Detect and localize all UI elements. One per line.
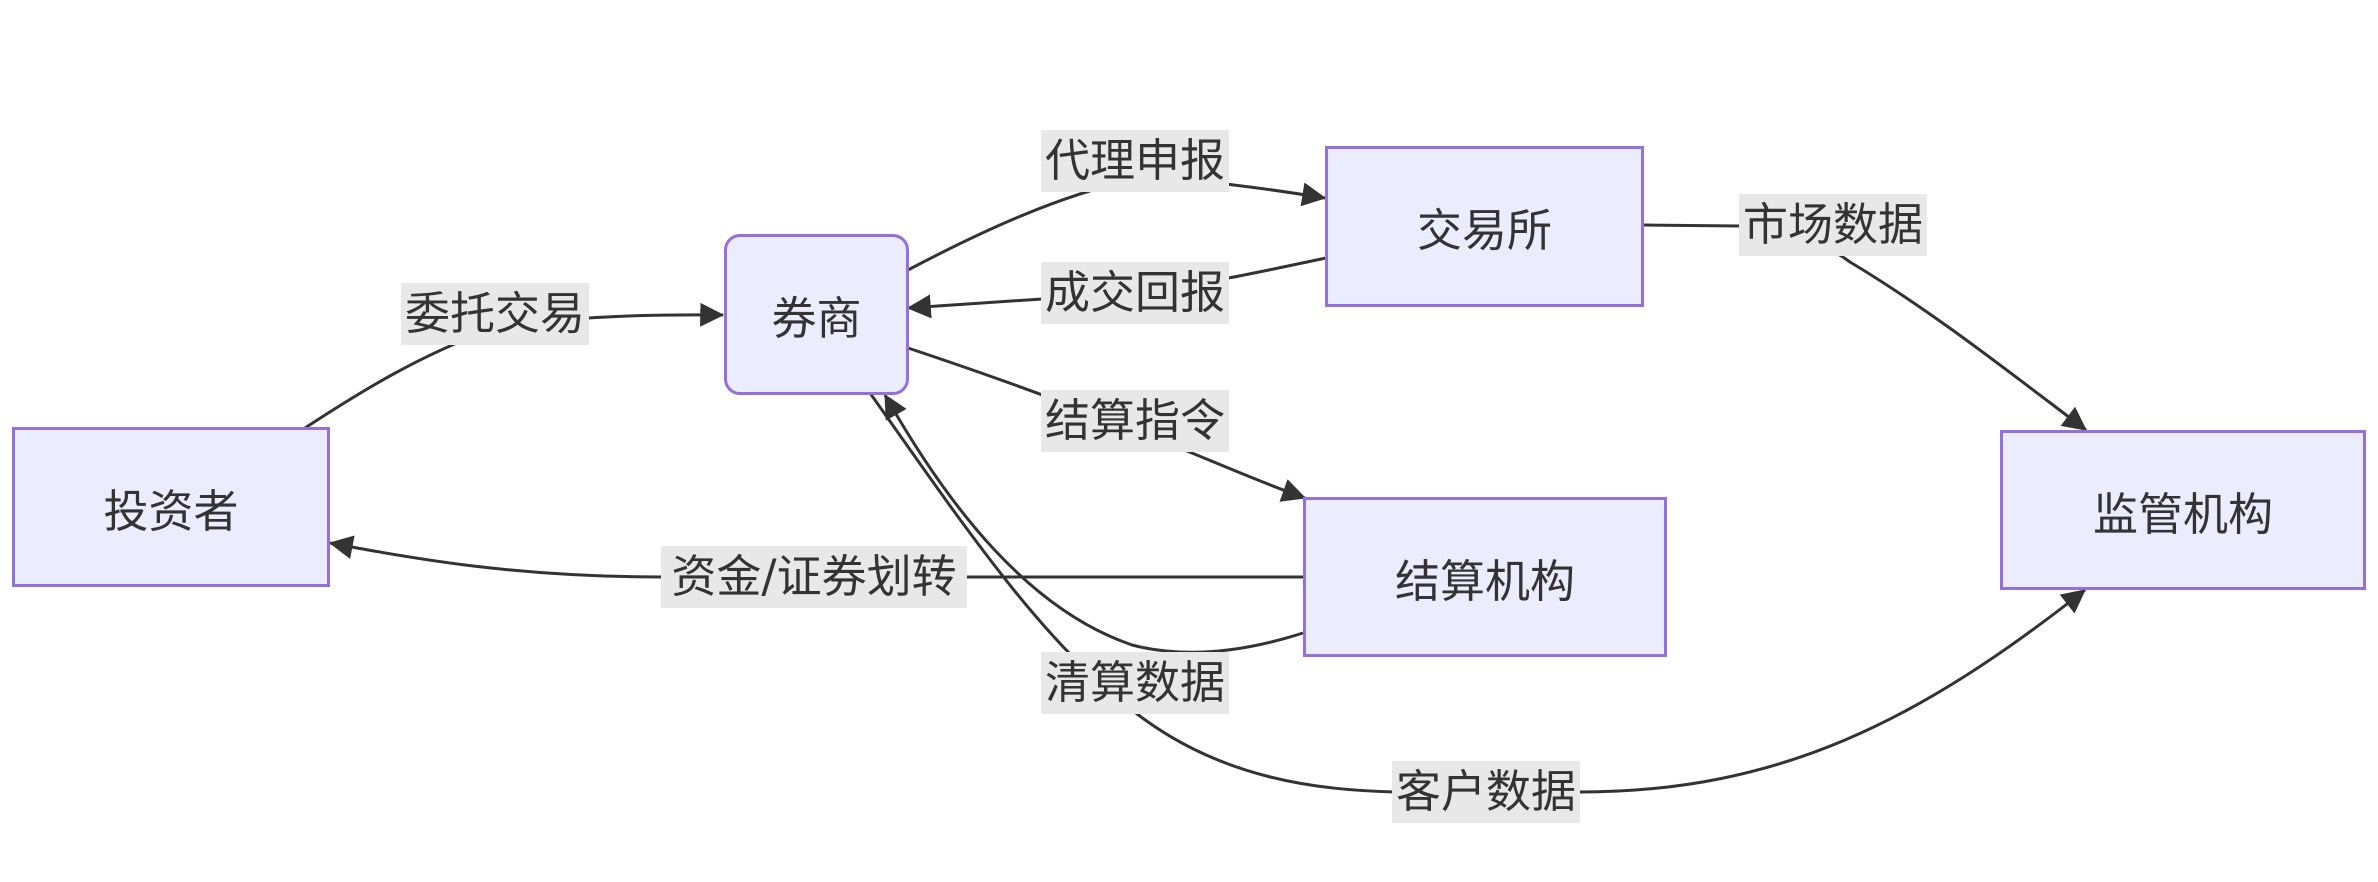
node-investor: 投资者 bbox=[12, 427, 330, 587]
edge-customer-data bbox=[868, 392, 2086, 794]
edge-clearing-data bbox=[883, 393, 1304, 654]
edge-label-funds-transfer: 资金/证券划转 bbox=[661, 546, 967, 608]
node-broker: 券商 bbox=[724, 234, 909, 395]
edge-label-market-data: 市场数据 bbox=[1739, 194, 1927, 256]
node-regulator: 监管机构 bbox=[2000, 430, 2366, 590]
edge-label-entrust-trade: 委托交易 bbox=[401, 283, 589, 345]
edge-label-agent-declare: 代理申报 bbox=[1041, 130, 1229, 192]
edge-label-trade-report: 成交回报 bbox=[1041, 262, 1229, 324]
node-exchange: 交易所 bbox=[1325, 146, 1644, 307]
edge-agent-declare bbox=[907, 178, 1327, 272]
edge-label-customer-data: 客户数据 bbox=[1392, 761, 1580, 823]
edge-label-settle-instruction: 结算指令 bbox=[1041, 390, 1229, 452]
node-clearing: 结算机构 bbox=[1303, 497, 1667, 657]
edge-label-clearing-data: 清算数据 bbox=[1041, 652, 1229, 714]
